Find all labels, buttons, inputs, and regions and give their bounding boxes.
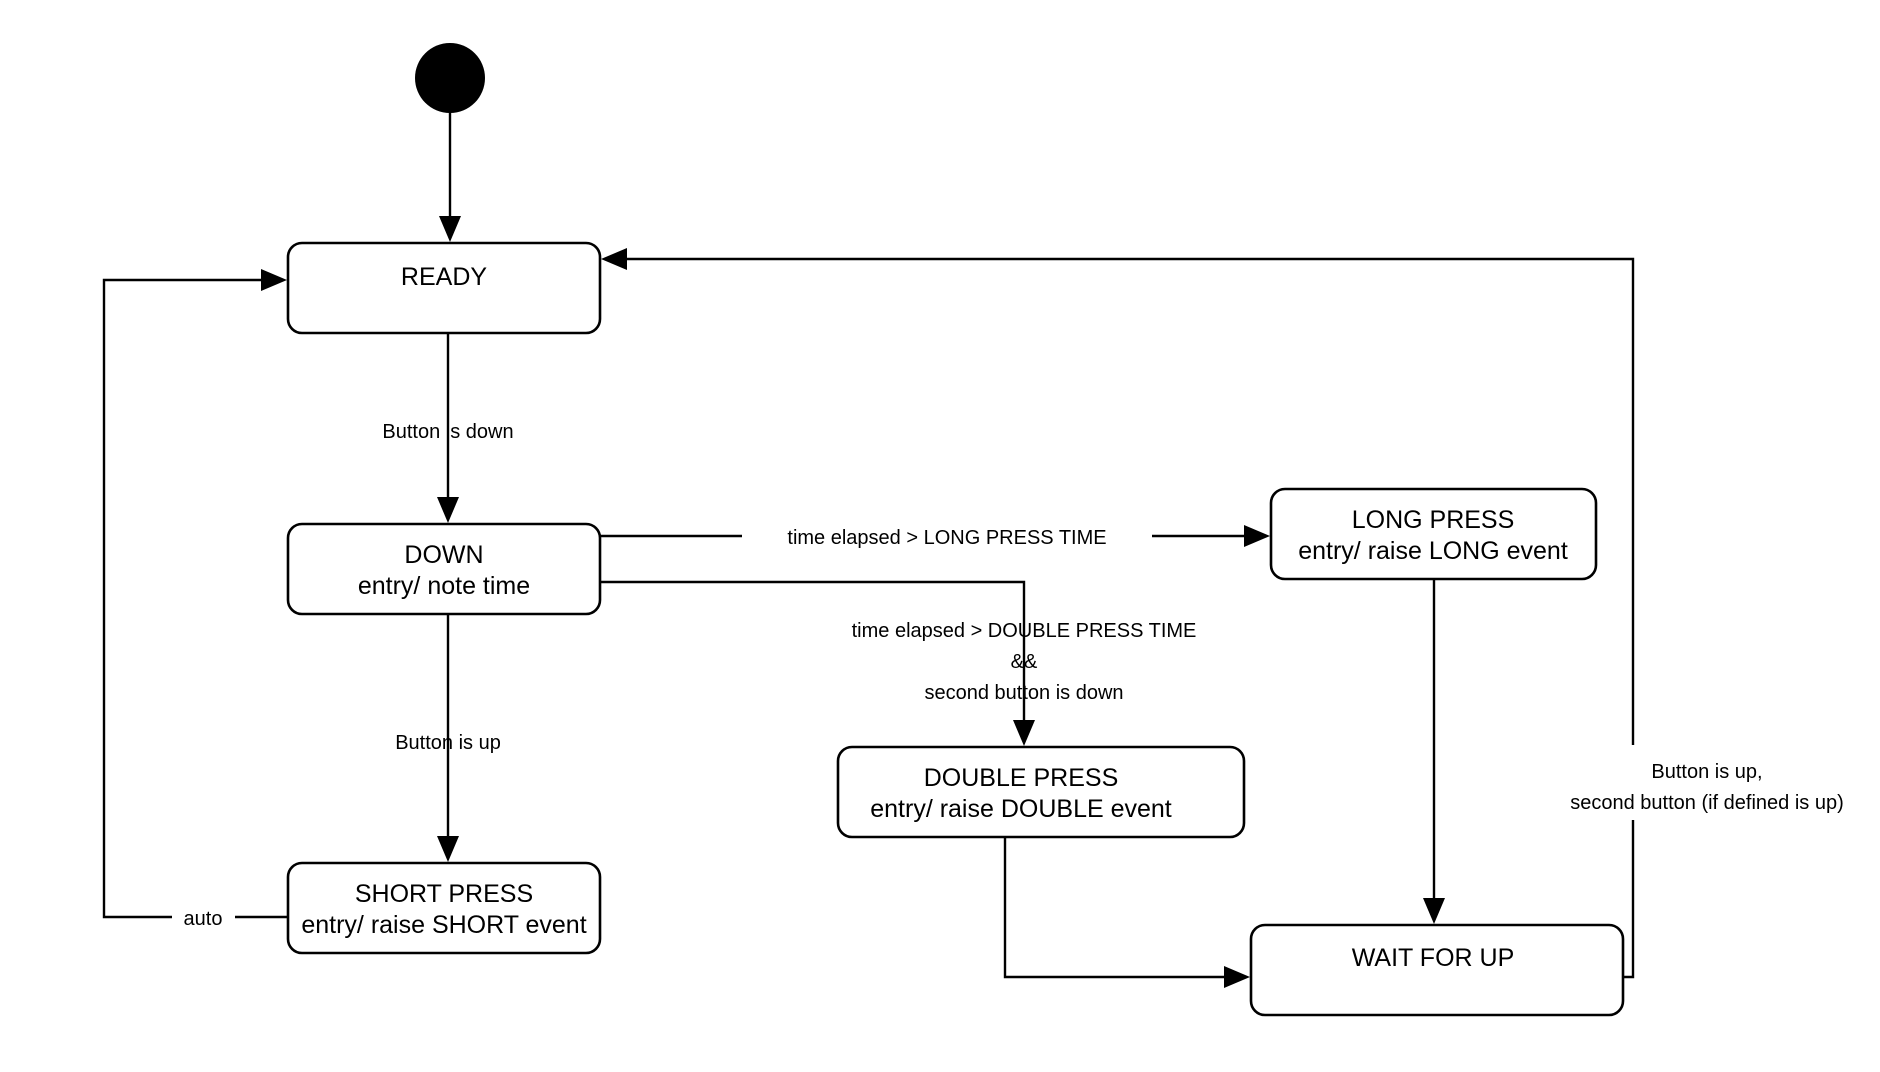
initial-state-node xyxy=(415,43,485,113)
transition-init-to-ready xyxy=(439,110,461,242)
arrow-head-icon xyxy=(437,836,459,862)
arrow-head-icon xyxy=(1013,720,1035,746)
state-long-press-subtitle: entry/ raise LONG event xyxy=(1298,537,1568,565)
transition-short-press-to-ready: auto xyxy=(102,269,288,930)
transition-label-double-press-time-line1: time elapsed > DOUBLE PRESS TIME xyxy=(852,620,1197,642)
state-ready[interactable]: READY xyxy=(286,241,602,335)
transition-down-to-short-press: Button is up xyxy=(395,614,501,862)
state-down-title: DOWN xyxy=(404,541,483,569)
transition-label-button-is-up: Button is up xyxy=(395,732,501,754)
transition-double-press-to-wait-for-up xyxy=(1003,837,1250,988)
arrow-head-icon xyxy=(437,497,459,523)
state-double-press[interactable]: DOUBLE PRESS entry/ raise DOUBLE event xyxy=(836,745,1246,839)
transition-label-wait-up-line2: second button (if defined is up) xyxy=(1570,792,1844,814)
arrow-head-icon xyxy=(1244,525,1270,547)
state-long-press-title: LONG PRESS xyxy=(1352,506,1515,534)
arrow-head-icon xyxy=(1224,966,1250,988)
state-long-press[interactable]: LONG PRESS entry/ raise LONG event xyxy=(1269,487,1598,581)
state-short-press-title: SHORT PRESS xyxy=(355,880,533,908)
transition-label-wait-up-line1: Button is up, xyxy=(1651,761,1762,783)
state-short-press-subtitle: entry/ raise SHORT event xyxy=(301,911,586,939)
transition-label-auto: auto xyxy=(184,908,223,930)
state-wait-for-up-title: WAIT FOR UP xyxy=(1352,944,1515,972)
state-ready-title: READY xyxy=(401,263,487,291)
state-short-press[interactable]: SHORT PRESS entry/ raise SHORT event xyxy=(286,861,602,955)
transition-down-to-long-press: time elapsed > LONG PRESS TIME xyxy=(600,525,1270,549)
arrow-head-icon xyxy=(601,248,627,270)
arrow-head-icon xyxy=(261,269,287,291)
arrow-head-icon xyxy=(439,216,461,242)
transition-label-double-press-time-line2: && xyxy=(1011,651,1038,673)
transition-label-button-is-down: Button is down xyxy=(382,421,513,443)
state-down[interactable]: DOWN entry/ note time xyxy=(286,522,602,616)
transition-wait-for-up-to-ready: Button is up, second button (if defined … xyxy=(601,248,1844,979)
transition-label-double-press-time-line3: second button is down xyxy=(924,682,1123,704)
transition-label-long-press-time: time elapsed > LONG PRESS TIME xyxy=(787,527,1106,549)
state-double-press-subtitle: entry/ raise DOUBLE event xyxy=(870,795,1172,823)
state-double-press-title: DOUBLE PRESS xyxy=(924,764,1119,792)
state-wait-for-up[interactable]: WAIT FOR UP xyxy=(1249,923,1625,1017)
transition-ready-to-down: Button is down xyxy=(382,333,514,523)
arrow-head-icon xyxy=(1423,898,1445,924)
transition-down-to-double-press: time elapsed > DOUBLE PRESS TIME && seco… xyxy=(600,580,1197,746)
state-down-subtitle: entry/ note time xyxy=(358,572,530,600)
transition-long-press-to-wait-for-up xyxy=(1423,579,1445,924)
